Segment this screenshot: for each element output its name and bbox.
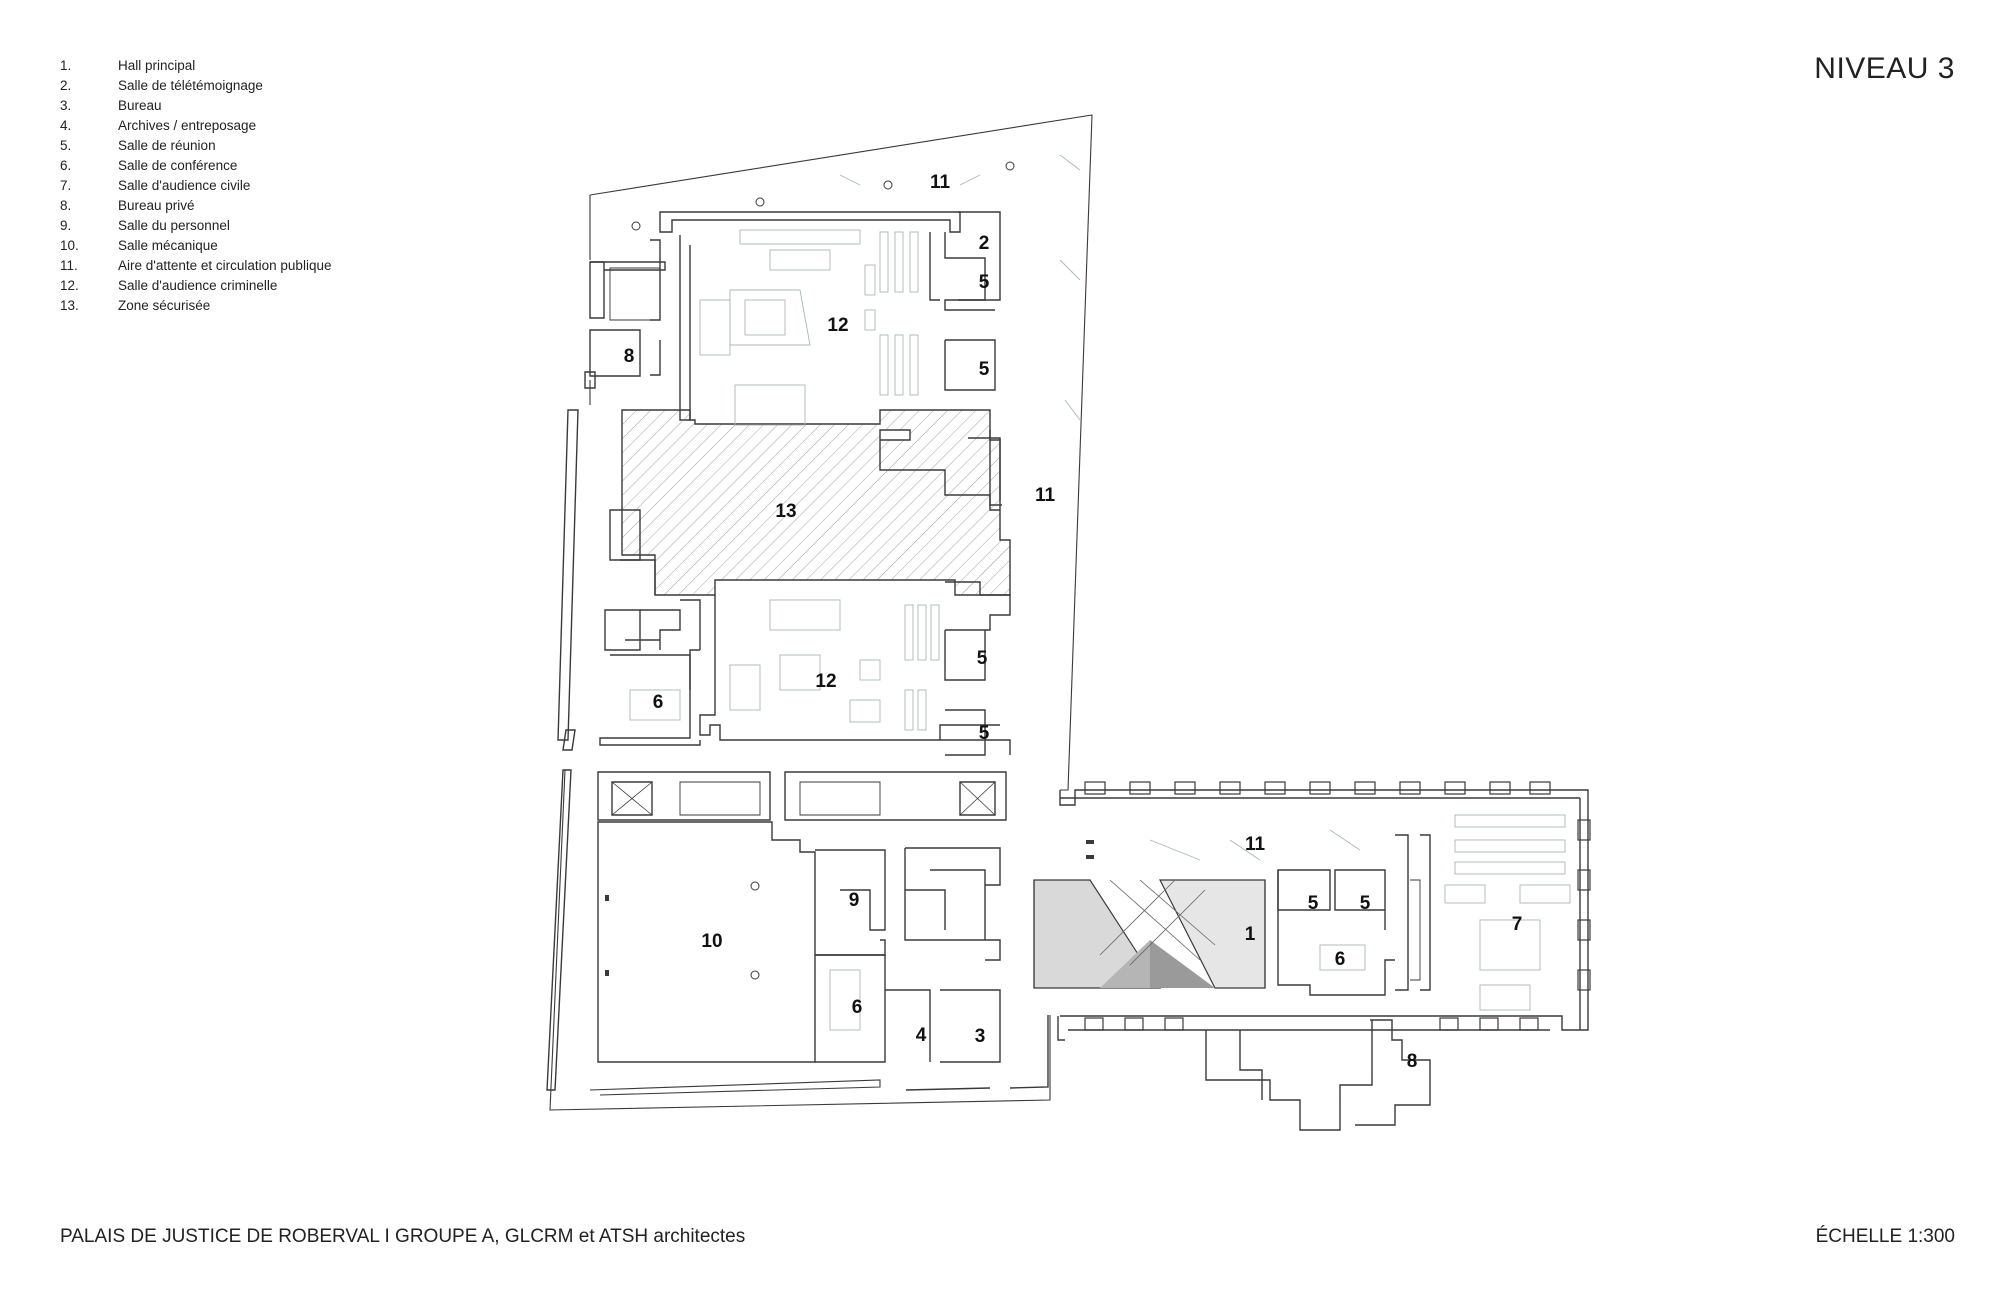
legend-number: 3. [60, 98, 72, 113]
level-title: NIVEAU 3 [1814, 52, 1955, 85]
legend-label: Salle du personnel [118, 218, 230, 233]
legend-label: Zone sécurisée [118, 298, 211, 313]
furniture [629, 154, 1571, 1031]
room-label-12: 12 [827, 315, 848, 336]
room-label-5: 5 [1360, 893, 1371, 914]
legend-label: Bureau privé [118, 198, 195, 213]
room-label-6: 6 [653, 692, 664, 713]
legend-item: 2. Salle de télétémoignage [60, 76, 331, 96]
legend-label: Aire d'attente et circulation publique [118, 258, 332, 273]
room-label-5: 5 [979, 359, 990, 380]
room-label-11: 11 [930, 172, 951, 193]
room-label-10: 10 [701, 931, 722, 952]
legend-item: 12. Salle d'audience criminelle [60, 276, 331, 296]
legend-number: 8. [60, 198, 72, 213]
room-label-5: 5 [979, 723, 990, 744]
legend-item: 6. Salle de conférence [60, 156, 331, 176]
legend-item: 7. Salle d'audience civile [60, 176, 331, 196]
legend-label: Salle de télétémoignage [118, 78, 263, 93]
room-label-11: 11 [1035, 485, 1056, 506]
legend-number: 11. [60, 258, 78, 273]
legend-label: Salle de réunion [118, 138, 216, 153]
legend-label: Bureau [118, 98, 162, 113]
building-outline-east [1059, 789, 1589, 1031]
room-label-11: 11 [1245, 834, 1266, 855]
columns [631, 161, 1015, 980]
legend-number: 6. [60, 158, 72, 173]
legend-label: Salle d'audience civile [118, 178, 251, 193]
legend-number: 1. [60, 58, 72, 73]
building-outline-north [589, 114, 1093, 791]
legend-number: 9. [60, 218, 72, 233]
legend-label: Salle de conférence [118, 158, 238, 173]
scale-label: ÉCHELLE 1:300 [1815, 1226, 1955, 1247]
room-label-7: 7 [1512, 914, 1523, 935]
room-label-6: 6 [1335, 949, 1346, 970]
mechanical-room-outline [597, 821, 816, 1063]
room-label-12: 12 [815, 671, 836, 692]
legend-number: 12. [60, 278, 79, 293]
room-label-8: 8 [624, 346, 635, 367]
room-label-13: 13 [775, 501, 796, 522]
room-label-5: 5 [1308, 893, 1319, 914]
legend-item: 8. Bureau privé [60, 196, 331, 216]
room-label-5: 5 [977, 648, 988, 669]
room-label-9: 9 [849, 890, 860, 911]
legend-item: 4. Archives / entreposage [60, 116, 331, 136]
room-legend: 1. Hall principal 2. Salle de télétémoignag… [60, 56, 331, 316]
legend-item: 3. Bureau [60, 96, 331, 116]
legend-item: 13. Zone sécurisée [60, 296, 331, 316]
project-credit: PALAIS DE JUSTICE DE ROBERVAL I GROUPE A… [60, 1226, 746, 1247]
legend-number: 2. [60, 78, 72, 93]
legend-item: 9. Salle du personnel [60, 216, 331, 236]
room-label-8: 8 [1407, 1051, 1418, 1072]
legend-label: Hall principal [118, 58, 196, 73]
room-label-1: 1 [1245, 924, 1256, 945]
room-label-5: 5 [979, 272, 990, 293]
legend-label: Salle d'audience criminelle [118, 278, 278, 293]
legend-number: 10. [60, 238, 79, 253]
legend-item: 1. Hall principal [60, 56, 331, 76]
legend-number: 5. [60, 138, 72, 153]
legend-item: 5. Salle de réunion [60, 136, 331, 156]
atrium [1033, 879, 1266, 989]
room-label-4: 4 [916, 1025, 927, 1046]
legend-item: 11. Aire d'attente et circulation publiqu… [60, 256, 331, 276]
room-label-3: 3 [975, 1026, 986, 1047]
legend-label: Archives / entreposage [118, 118, 257, 133]
room-label-6: 6 [852, 997, 863, 1018]
legend-number: 13. [60, 298, 79, 313]
legend-item: 10. Salle mécanique [60, 236, 331, 256]
room-label-2: 2 [979, 233, 990, 254]
legend-number: 7. [60, 178, 72, 193]
secure-zone-outline [621, 409, 1011, 596]
legend-label: Salle mécanique [118, 238, 218, 253]
legend-number: 4. [60, 118, 72, 133]
